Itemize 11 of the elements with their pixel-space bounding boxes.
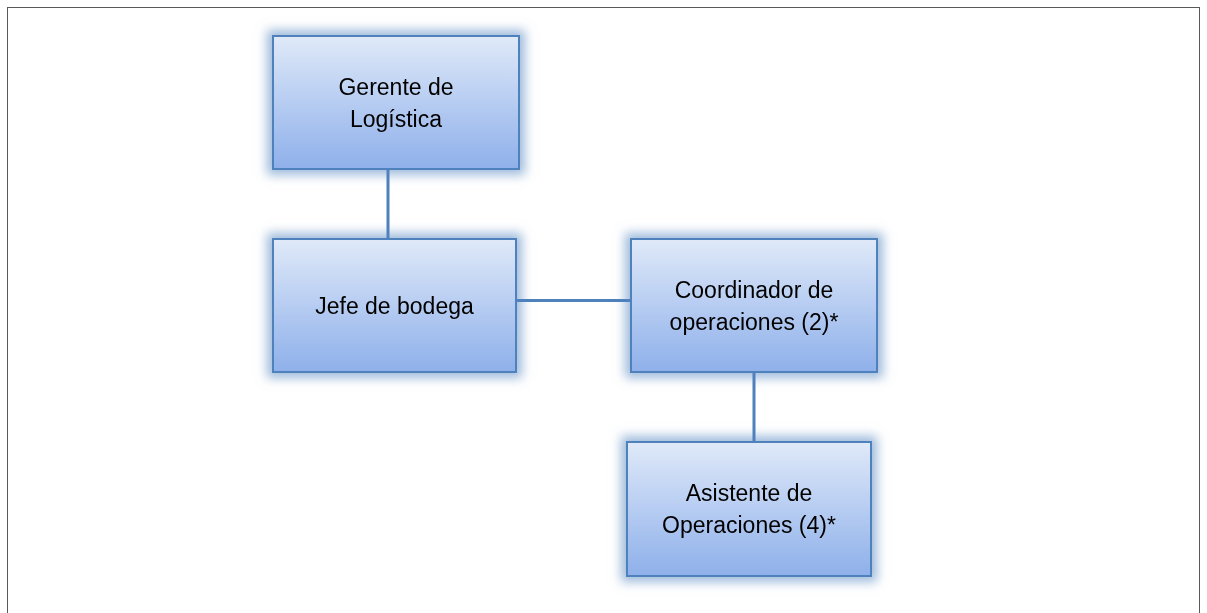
box-label: Coordinador de operaciones (2)* [668, 275, 840, 337]
org-box [626, 441, 872, 577]
connector-line [752, 373, 756, 441]
connector-line [517, 299, 630, 302]
org-box [272, 35, 520, 170]
org-box [630, 238, 878, 373]
org-box [272, 238, 517, 373]
box-label: Gerente de Logística [337, 72, 455, 134]
box-label: Jefe de bodega [315, 291, 474, 321]
box-label: Asistente de Operaciones (4)* [661, 479, 837, 540]
connector-line [386, 170, 390, 238]
